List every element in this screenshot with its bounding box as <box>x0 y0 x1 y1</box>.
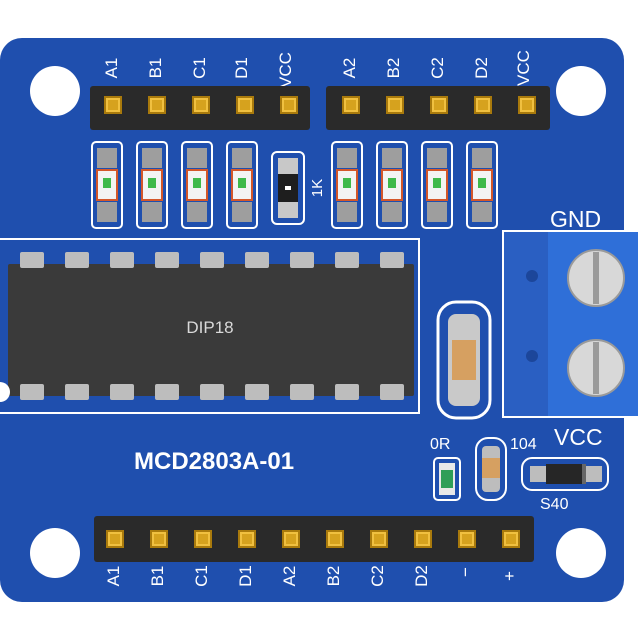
ic-outline <box>0 238 420 414</box>
r0-label: 0R <box>430 436 451 453</box>
bottom-pin-d2[interactable] <box>414 530 432 548</box>
bottom-pin-minus[interactable] <box>458 530 476 548</box>
led-row <box>91 141 498 229</box>
ic-pin <box>65 384 89 400</box>
ic-pin <box>290 384 314 400</box>
ic-pin <box>20 252 44 268</box>
screw-gnd-icon[interactable] <box>566 248 626 308</box>
mount-hole-top-right <box>556 66 606 116</box>
led-d1 <box>226 141 258 229</box>
top-pin-a2[interactable] <box>342 96 360 114</box>
ic-pin <box>20 384 44 400</box>
diode-s40-label: S40 <box>540 496 569 513</box>
bottom-label-b2: B2 <box>324 565 343 587</box>
top-label-vcc-left: VCC <box>276 52 295 88</box>
bottom-pin-c1[interactable] <box>194 530 212 548</box>
board-name: MCD2803A-01 <box>134 448 295 475</box>
bottom-pin-c2[interactable] <box>370 530 388 548</box>
bottom-label-minus: − <box>456 567 475 577</box>
terminal-gnd-label: GND <box>550 206 602 232</box>
bottom-label-d1: D1 <box>236 565 255 587</box>
ic-pin <box>245 384 269 400</box>
ic-pin <box>110 384 134 400</box>
ic-pin <box>290 252 314 268</box>
resistor-1k <box>271 151 305 225</box>
top-label-a1: A1 <box>102 57 121 79</box>
ic-pin <box>155 384 179 400</box>
ic-pin <box>200 252 224 268</box>
top-label-c1: C1 <box>190 57 209 79</box>
ic-pin <box>335 384 359 400</box>
top-pin-d2[interactable] <box>474 96 492 114</box>
led-a2 <box>331 141 363 229</box>
bottom-pin-a2[interactable] <box>282 530 300 548</box>
resistor-0r <box>433 457 461 501</box>
vcc-label: VCC <box>554 424 603 450</box>
mount-hole-bottom-right <box>556 528 606 578</box>
led-b2 <box>376 141 408 229</box>
led-c2 <box>421 141 453 229</box>
mount-hole-bottom-left <box>30 528 80 578</box>
top-pin-d1[interactable] <box>236 96 254 114</box>
top-label-d2: D2 <box>472 57 491 79</box>
ic-label: DIP18 <box>186 318 234 337</box>
top-label-c2: C2 <box>428 57 447 79</box>
top-pin-vcc-right[interactable] <box>518 96 536 114</box>
top-label-b2: B2 <box>384 57 403 79</box>
bottom-label-c1: C1 <box>192 565 211 587</box>
capacitor-104 <box>475 437 507 501</box>
top-pin-b2[interactable] <box>386 96 404 114</box>
ic-notch <box>0 382 10 402</box>
resistor-1k-label: 1K <box>309 178 326 198</box>
led-a1 <box>91 141 123 229</box>
top-pin-c2[interactable] <box>430 96 448 114</box>
ic-pin <box>245 252 269 268</box>
bottom-pin-d1[interactable] <box>238 530 256 548</box>
bottom-label-plus: + <box>500 571 519 581</box>
diode-s40 <box>521 457 609 491</box>
bottom-label-b1: B1 <box>148 565 167 587</box>
bottom-label-d2: D2 <box>412 565 431 587</box>
terminal-block-side <box>504 232 548 416</box>
bottom-pin-b1[interactable] <box>150 530 168 548</box>
ic-body <box>8 264 414 396</box>
top-label-b1: B1 <box>146 57 165 79</box>
led-c1 <box>181 141 213 229</box>
terminal-hole-1 <box>526 270 538 282</box>
bottom-pin-plus[interactable] <box>502 530 520 548</box>
cap-104-label: 104 <box>510 436 537 453</box>
top-label-vcc-right: VCC <box>514 50 533 86</box>
terminal-hole-2 <box>526 350 538 362</box>
top-pin-b1[interactable] <box>148 96 166 114</box>
bottom-label-a2: A2 <box>280 565 299 587</box>
top-pin-vcc-left[interactable] <box>280 96 298 114</box>
screw-vcc-icon[interactable] <box>566 338 626 398</box>
top-label-d1: D1 <box>232 57 251 79</box>
top-pin-c1[interactable] <box>192 96 210 114</box>
ic-pin <box>155 252 179 268</box>
ic-pin <box>380 252 404 268</box>
ic-pin <box>200 384 224 400</box>
ic-pin <box>110 252 134 268</box>
bottom-pin-a1[interactable] <box>106 530 124 548</box>
bottom-pin-b2[interactable] <box>326 530 344 548</box>
capacitor-large <box>436 300 492 420</box>
ic-pin <box>65 252 89 268</box>
ic-pin <box>380 384 404 400</box>
bottom-label-c2: C2 <box>368 565 387 587</box>
led-d2 <box>466 141 498 229</box>
mount-hole-top-left <box>30 66 80 116</box>
ic-pin <box>335 252 359 268</box>
top-pin-a1[interactable] <box>104 96 122 114</box>
top-label-a2: A2 <box>340 57 359 79</box>
bottom-label-a1: A1 <box>104 565 123 587</box>
led-b1 <box>136 141 168 229</box>
